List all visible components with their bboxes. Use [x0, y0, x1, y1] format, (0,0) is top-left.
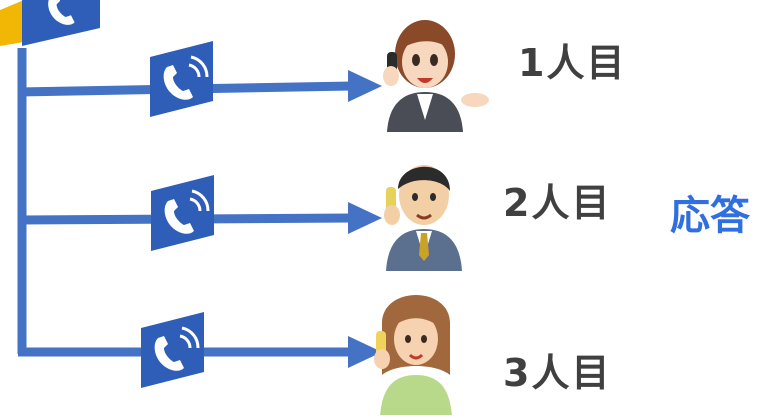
ringing-phone-icon [154, 326, 200, 371]
ringing-phone-icon [164, 189, 210, 234]
branch-1 [17, 41, 382, 117]
man-on-phone-icon [384, 165, 462, 271]
arrowhead [348, 336, 382, 368]
recipient-label-1: 1人目 [518, 41, 627, 85]
branch-2 [17, 175, 382, 251]
recipient-label-2: 2人目 [503, 181, 612, 225]
recipient-label-3: 3人目 [503, 351, 612, 395]
branch-phone-badge [141, 312, 204, 388]
branch-3 [18, 312, 382, 388]
branch-phone-badge [151, 175, 214, 251]
source-phone [0, 0, 100, 46]
woman-on-phone-icon [383, 20, 489, 132]
source-phone-accent [0, 0, 24, 46]
woman-on-phone-icon [374, 295, 452, 417]
arrowhead [348, 202, 382, 234]
answer-label: 応答 [670, 193, 750, 239]
ringing-phone-icon [163, 55, 209, 100]
branch-phone-badge [150, 41, 213, 117]
arrowhead [348, 70, 382, 102]
